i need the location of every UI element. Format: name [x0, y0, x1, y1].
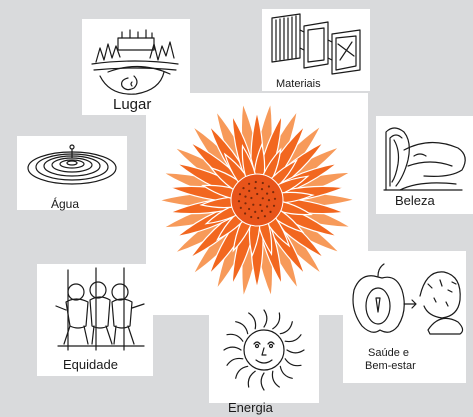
saude-label-line1: Saúde e — [368, 347, 409, 359]
beleza-label: Beleza — [395, 193, 435, 208]
agua-card — [17, 136, 127, 210]
energia-card — [209, 305, 319, 403]
lugar-label: Lugar — [113, 96, 152, 113]
agua-label: Água — [51, 197, 80, 211]
saude-label-line2: Bem-estar — [365, 360, 416, 372]
equidade-label: Equidade — [63, 357, 118, 372]
energia-label: Energia — [228, 400, 273, 415]
beleza-card — [376, 116, 473, 214]
materiais-label: Materiais — [276, 78, 321, 90]
